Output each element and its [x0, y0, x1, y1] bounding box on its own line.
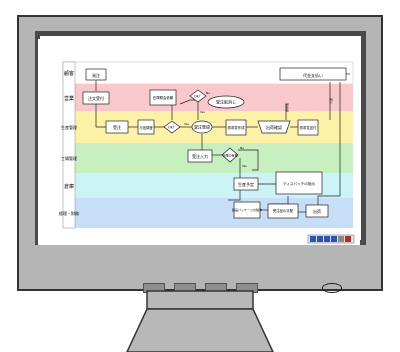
- node-dispatch[interactable]: [275, 171, 323, 195]
- edge-labels: Yes No Yes No Yes 請求書 入金: [184, 91, 333, 168]
- edge-stock-yes: [228, 158, 241, 201]
- node-ok1[interactable]: [189, 89, 207, 103]
- lane-label-finance: 経理・財務: [59, 210, 79, 216]
- edge-label-invoice: 請求書: [284, 103, 289, 112]
- node-payment-label: 代金支払い: [303, 72, 323, 78]
- node-production-plan[interactable]: [233, 177, 259, 191]
- edge-ok1-to-cancel: [179, 99, 196, 105]
- edge-label-payment: 入金: [328, 98, 333, 104]
- node-credit[interactable]: [137, 119, 155, 135]
- node-confirm-request[interactable]: [149, 89, 177, 106]
- grid-icon[interactable]: [338, 236, 344, 242]
- node-stock-check[interactable]: [221, 147, 239, 163]
- node-shipping-check[interactable]: [257, 120, 291, 134]
- node-order[interactable]: [85, 68, 107, 81]
- connectors: [95, 73, 350, 213]
- node-order-input[interactable]: [187, 149, 213, 163]
- node-cancel[interactable]: [207, 95, 245, 109]
- swimlanes: [62, 61, 354, 228]
- node-order-entry-label: 受注登録: [194, 124, 210, 130]
- node-production-plan-label: 生産予定: [238, 181, 254, 187]
- node-ok2-label: OK？: [168, 126, 176, 130]
- node-inventory-label: 製品パッケージの製作: [232, 207, 262, 212]
- edge-stock-no: [238, 149, 259, 171]
- node-accept-label: 受注: [113, 124, 121, 130]
- node-invoice-send[interactable]: [297, 119, 319, 136]
- node-invoice[interactable]: [225, 119, 247, 136]
- node-ok1-label: OK？: [194, 95, 202, 99]
- edge-label-yes-3: Yes: [242, 164, 247, 168]
- node-order-receipt-label: 注文受付: [88, 95, 104, 101]
- edge-label-no-2: No: [240, 146, 244, 150]
- last-icon[interactable]: [331, 236, 337, 242]
- lane-headers: 顧客 営業 生産管理 工場管理 倉庫 経理・財務: [59, 61, 79, 229]
- close-icon[interactable]: [345, 236, 351, 242]
- next-icon[interactable]: [324, 236, 330, 242]
- lane-label-sales: 営業: [64, 95, 74, 102]
- lane-label-customer: 顧客: [64, 70, 74, 77]
- node-order-label: 発注: [92, 72, 100, 78]
- flow-nodes: 発注 代金支払い 注文受付 在庫照会依頼 OK？ 受注取消し 受注 与信調査 O…: [82, 67, 347, 219]
- node-ship[interactable]: [305, 204, 329, 218]
- edge-label-no-1: No: [206, 91, 210, 95]
- node-order-input-label: 受注入力: [192, 153, 208, 159]
- node-order-entry[interactable]: [191, 120, 213, 134]
- edge-label-yes-1: Yes: [184, 122, 189, 126]
- node-ship-label: 出荷: [313, 208, 321, 214]
- node-shipment-prep-label: 受注品の手配: [273, 208, 294, 213]
- node-credit-label: 与信調査: [139, 125, 153, 130]
- node-cancel-label: 受注取消し: [216, 99, 236, 105]
- prev-icon[interactable]: [317, 236, 323, 242]
- lane-header-column: [62, 61, 76, 229]
- node-order-receipt[interactable]: [82, 91, 110, 105]
- edge-receipt-to-accept: [95, 104, 106, 128]
- node-shipping-check-label: 出荷確認: [266, 124, 282, 130]
- node-invoice-label: 請求書作成: [228, 125, 246, 130]
- node-shipment-prep[interactable]: [267, 203, 299, 219]
- lane-sales: [63, 84, 353, 111]
- edge-label-yes-2: Yes: [200, 110, 205, 114]
- power-button[interactable]: [322, 283, 342, 293]
- lane-label-production: 生産管理: [61, 124, 77, 130]
- first-icon[interactable]: [310, 236, 316, 242]
- node-inventory[interactable]: [233, 201, 261, 219]
- node-invoice-send-label: 請求書送付: [300, 125, 318, 130]
- node-confirm-request-label: 在庫照会依頼: [153, 95, 174, 100]
- slide-toolbar: [307, 234, 355, 244]
- lane-label-warehouse: 倉庫: [64, 183, 74, 190]
- node-ok2[interactable]: [163, 120, 181, 134]
- node-stock-check-label: 在庫の有無: [222, 153, 237, 158]
- lane-label-factory: 工場管理: [61, 155, 77, 161]
- lane-finance: [63, 198, 353, 228]
- stand-base: [126, 308, 274, 352]
- edge-ship-to-payment: [317, 82, 341, 206]
- node-payment[interactable]: [279, 67, 347, 81]
- node-accept[interactable]: [105, 120, 129, 134]
- node-dispatch-label: ディスパッチの指示: [283, 181, 315, 186]
